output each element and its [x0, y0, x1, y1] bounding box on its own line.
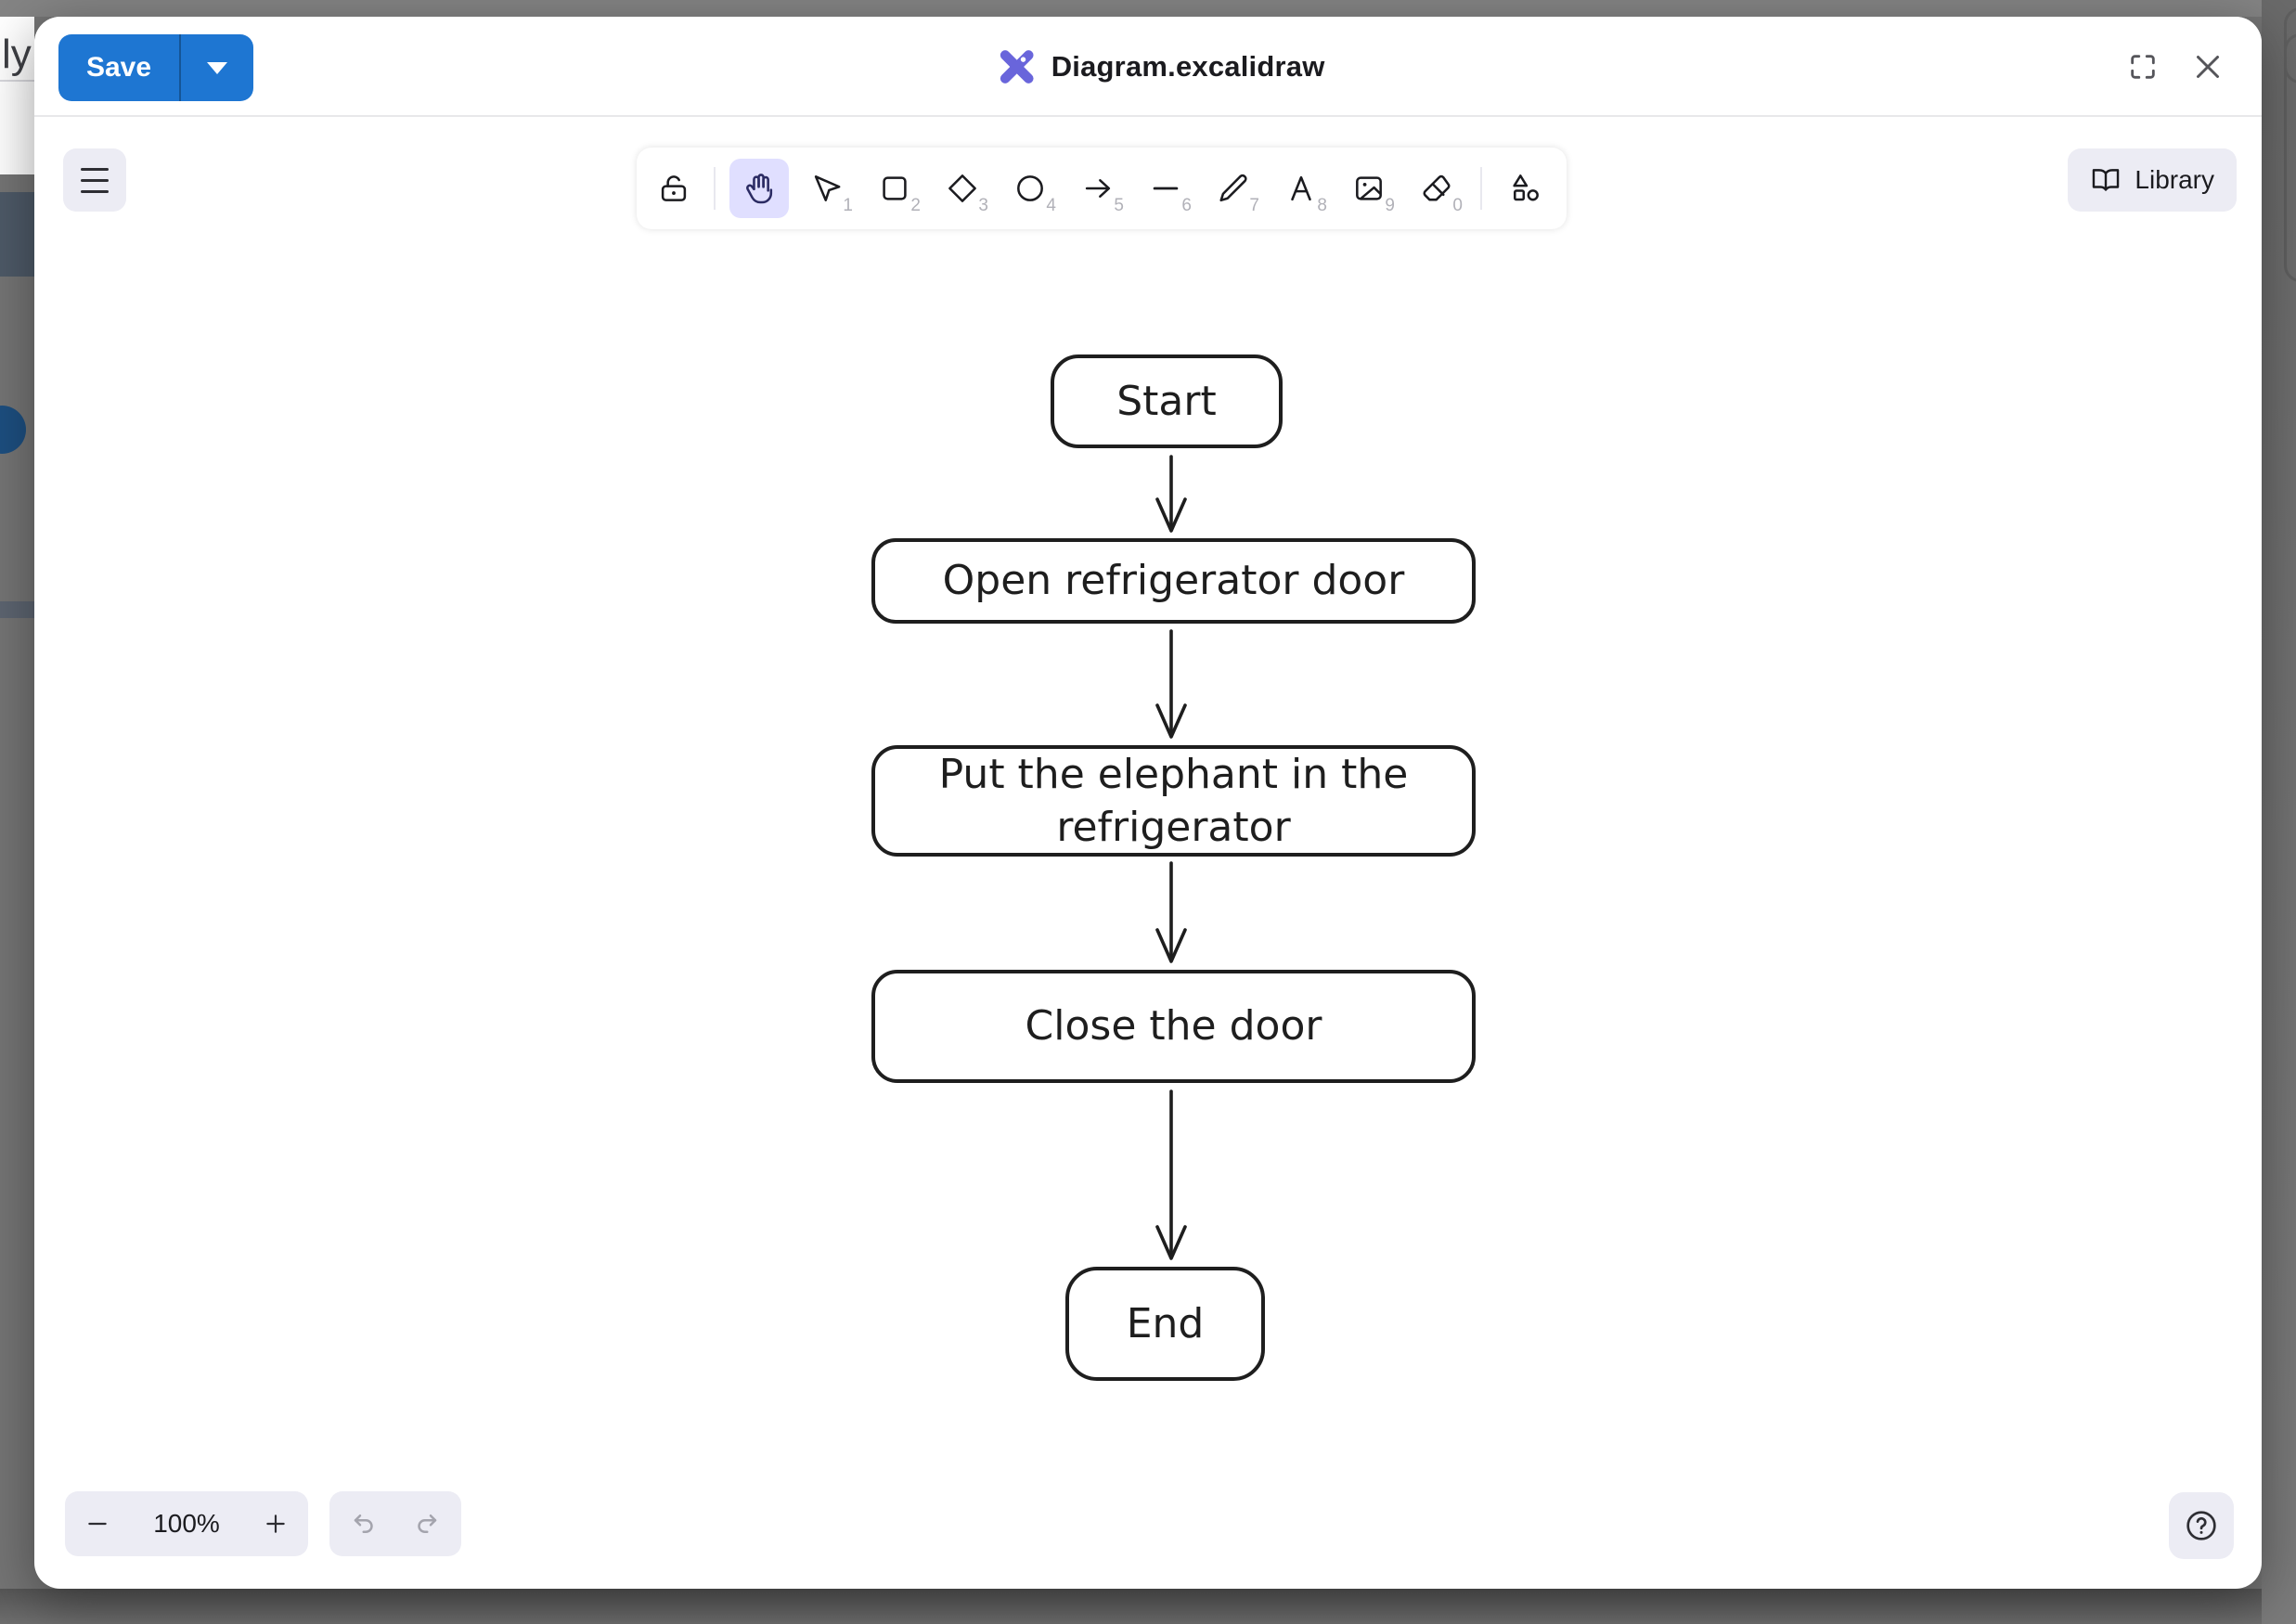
backdrop-top-band [0, 0, 2296, 17]
zoom-level[interactable]: 100% [153, 1509, 220, 1538]
library-label: Library [2135, 165, 2214, 194]
diamond-tool-button[interactable]: 3 [933, 159, 992, 218]
line-tool-button[interactable]: 6 [1136, 159, 1195, 218]
rectangle-tool-button[interactable]: 2 [865, 159, 924, 218]
fullscreen-icon [2131, 55, 2155, 79]
line-icon [1153, 187, 1179, 190]
hand-icon [746, 174, 773, 204]
flow-node-put-elephant[interactable]: Put the elephant in the refrigerator [871, 745, 1476, 857]
backdrop-page-strip: ly F [0, 17, 68, 174]
excalidraw-editor-modal: Start Open refrigerator door Put the ele… [34, 17, 2262, 1589]
shapes-icon [1513, 174, 1539, 201]
arrow-icon [1085, 179, 1111, 198]
save-split-button: Save [58, 34, 253, 101]
help-button[interactable] [2169, 1492, 2234, 1559]
hamburger-icon [81, 163, 109, 197]
flow-arrow[interactable] [1143, 455, 1199, 535]
cursor-arrow-icon [814, 175, 841, 201]
chevron-down-icon [207, 61, 227, 74]
plus-icon [266, 1514, 285, 1533]
ellipse-icon [1017, 175, 1043, 201]
close-icon [2197, 56, 2219, 78]
open-book-icon [2093, 169, 2120, 191]
shapes-tool-button[interactable] [1496, 159, 1555, 218]
image-icon [1356, 176, 1382, 200]
backdrop-card-outline [2284, 33, 2296, 282]
text-icon [1291, 175, 1311, 201]
question-mark-icon [2186, 1511, 2216, 1540]
document-title: Diagram.excalidraw [1051, 50, 1325, 83]
toolbar-divider [714, 167, 716, 210]
excalidraw-logo-icon [1000, 50, 1034, 84]
history-controls [329, 1491, 461, 1556]
save-options-button[interactable] [179, 34, 253, 101]
diamond-icon [948, 174, 976, 202]
text-tool-button[interactable]: 8 [1271, 159, 1331, 218]
hand-tool-button[interactable] [729, 159, 789, 218]
pencil-icon [1219, 174, 1247, 202]
flow-arrow[interactable] [1143, 1089, 1199, 1262]
backdrop-avatar-circle [0, 406, 26, 454]
flow-arrow[interactable] [1143, 861, 1199, 965]
save-button[interactable]: Save [58, 34, 179, 101]
fullscreen-button[interactable] [2121, 45, 2165, 89]
modal-header: Save Diagram.excalidraw [34, 17, 2262, 117]
zoom-in-button[interactable] [243, 1491, 308, 1556]
flow-arrow[interactable] [1143, 629, 1199, 741]
drawing-canvas[interactable]: Start Open refrigerator door Put the ele… [34, 17, 2262, 1589]
lock-tool-button[interactable] [648, 159, 700, 218]
redo-button[interactable] [400, 1498, 452, 1550]
eraser-icon [1423, 174, 1451, 201]
zoom-out-button[interactable] [65, 1491, 130, 1556]
undo-button[interactable] [339, 1498, 391, 1550]
flow-node-end[interactable]: End [1065, 1267, 1265, 1381]
eraser-tool-button[interactable]: 0 [1407, 159, 1466, 218]
ellipse-tool-button[interactable]: 4 [1000, 159, 1060, 218]
flow-node-start[interactable]: Start [1051, 354, 1283, 448]
rectangle-icon [883, 176, 907, 200]
zoom-controls: 100% [65, 1491, 308, 1556]
library-button[interactable]: Library [2068, 148, 2237, 212]
document-title-group: Diagram.excalidraw [998, 17, 1325, 117]
image-tool-button[interactable]: 9 [1339, 159, 1399, 218]
backdrop-blue-card [0, 192, 34, 454]
unlocked-padlock-icon [661, 175, 687, 201]
backdrop-right-strip [2262, 0, 2296, 1624]
backdrop-divider-line [0, 80, 34, 82]
flow-node-close-door[interactable]: Close the door [871, 970, 1476, 1083]
draw-tool-button[interactable]: 7 [1204, 159, 1263, 218]
backdrop-bottom-band [0, 1589, 2296, 1624]
main-menu-button[interactable] [63, 148, 126, 212]
tool-palette: 1 2 3 4 5 [637, 148, 1567, 229]
selection-tool-button[interactable]: 1 [797, 159, 857, 218]
backdrop-blue-band [0, 601, 34, 618]
arrow-tool-button[interactable]: 5 [1068, 159, 1128, 218]
undo-icon [354, 1514, 373, 1533]
flow-node-open-door[interactable]: Open refrigerator door [871, 538, 1476, 624]
minus-icon [88, 1522, 107, 1526]
close-button[interactable] [2186, 45, 2230, 89]
toolbar-divider [1480, 167, 1482, 210]
redo-icon [418, 1514, 437, 1533]
